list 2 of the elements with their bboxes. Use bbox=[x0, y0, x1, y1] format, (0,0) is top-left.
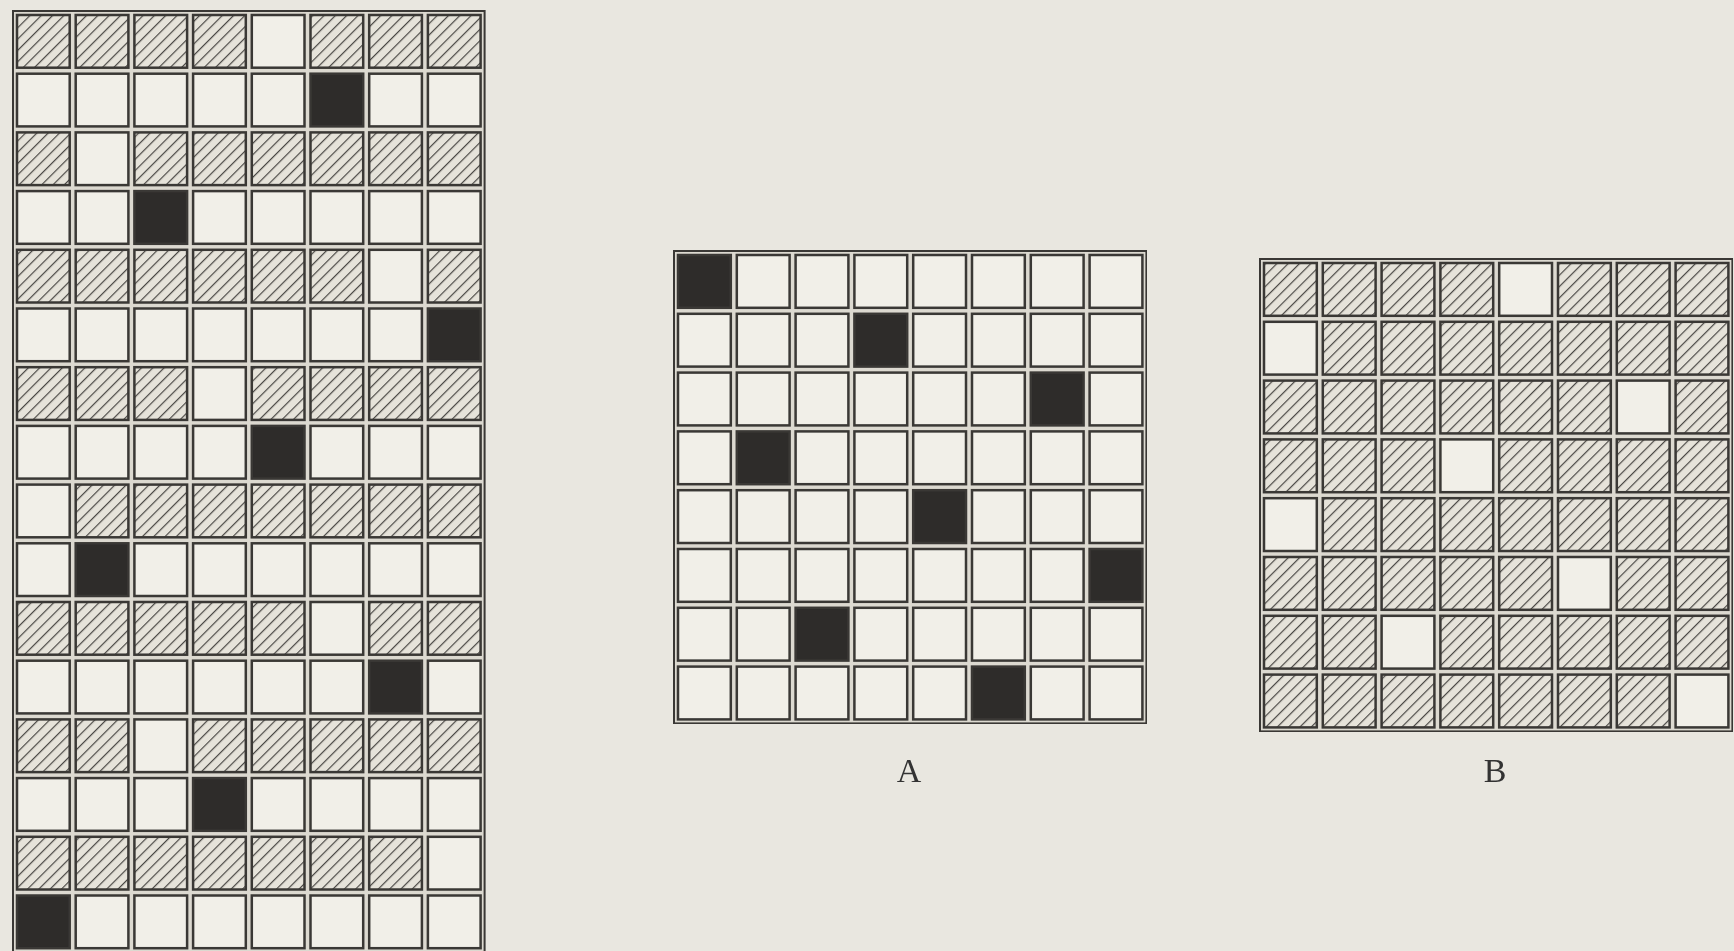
figure-label: B bbox=[1483, 754, 1507, 788]
figure-label: A bbox=[896, 754, 922, 788]
